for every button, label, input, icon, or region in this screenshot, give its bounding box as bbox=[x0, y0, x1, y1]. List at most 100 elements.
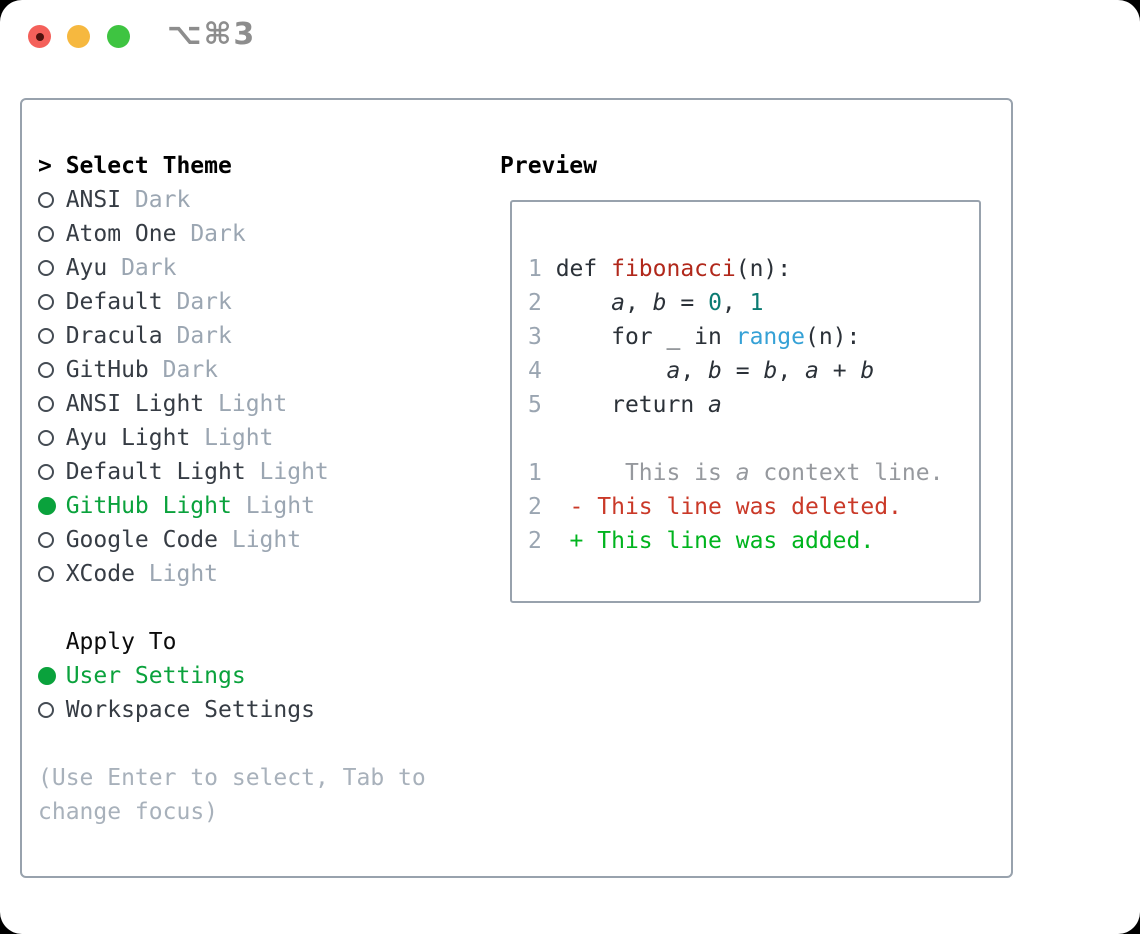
item-label: GitHub Light bbox=[65, 493, 232, 519]
radio-cell bbox=[38, 532, 66, 548]
token: , bbox=[624, 290, 653, 316]
radio-icon bbox=[38, 464, 54, 480]
token: 2 bbox=[528, 528, 556, 554]
radio-cell bbox=[38, 430, 66, 446]
item-variant-label: Light bbox=[218, 391, 288, 417]
radio-icon bbox=[38, 396, 54, 412]
select-theme-header: > Select Theme bbox=[38, 149, 426, 183]
prompt-caret-icon: > bbox=[38, 153, 52, 179]
radio-cell bbox=[38, 667, 66, 685]
token: , bbox=[721, 290, 750, 316]
radio-icon bbox=[38, 226, 54, 242]
radio-cell bbox=[38, 396, 66, 412]
token: range bbox=[735, 324, 805, 350]
hint-line-2: change focus) bbox=[38, 795, 426, 829]
preview-title: Preview bbox=[500, 153, 597, 179]
hint-line-1: (Use Enter to select, Tab to bbox=[38, 761, 426, 795]
token: + This line was added. bbox=[555, 528, 875, 554]
theme-option-ansi-light[interactable]: ANSI Light Light bbox=[38, 387, 426, 421]
token: 1 bbox=[528, 460, 556, 486]
token: 2 bbox=[528, 290, 556, 316]
apply-to-header: Apply To bbox=[38, 625, 426, 659]
item-variant-label: Dark bbox=[162, 357, 219, 383]
unsaved-dot-icon bbox=[35, 32, 44, 41]
token: a bbox=[666, 358, 681, 384]
diff-added-line: 2 + This line was added. bbox=[528, 524, 943, 558]
radio-cell bbox=[38, 260, 66, 276]
theme-option-github-light[interactable]: GitHub Light Light bbox=[38, 489, 426, 523]
window-shortcut-label: ⌥⌘3 bbox=[167, 17, 257, 52]
code-line-1: 1 def fibonacci(n): bbox=[528, 252, 943, 286]
spacer bbox=[38, 591, 426, 625]
apply-option-workspace-settings[interactable]: Workspace Settings bbox=[38, 693, 426, 727]
item-variant-label: Dark bbox=[176, 323, 232, 349]
token: for _ in bbox=[555, 324, 736, 350]
token: = bbox=[666, 290, 709, 316]
radio-icon bbox=[38, 260, 54, 276]
section-title: Apply To bbox=[65, 629, 177, 655]
token: (n): bbox=[735, 256, 792, 282]
token: , bbox=[680, 358, 709, 384]
item-variant-label: Light bbox=[204, 425, 274, 451]
radio-cell bbox=[38, 702, 66, 718]
radio-icon bbox=[38, 192, 54, 208]
close-button[interactable] bbox=[28, 25, 51, 48]
item-variant-label: Dark bbox=[176, 289, 232, 315]
theme-option-default-light[interactable]: Default Light Light bbox=[38, 455, 426, 489]
prompt-marker: > bbox=[38, 149, 66, 183]
token: a bbox=[611, 290, 625, 316]
item-label: GitHub bbox=[65, 357, 149, 383]
token: return bbox=[555, 392, 709, 418]
item-label: Ayu bbox=[65, 255, 108, 281]
item-label: Google Code bbox=[65, 527, 219, 553]
diff-context-line: 1 This is a context line. bbox=[528, 456, 943, 490]
item-label: Default Light bbox=[65, 459, 246, 485]
theme-option-ayu-light[interactable]: Ayu Light Light bbox=[38, 421, 426, 455]
token: fibonacci bbox=[611, 256, 736, 282]
token: , bbox=[777, 358, 806, 384]
token: b bbox=[763, 358, 778, 384]
token: 0 bbox=[708, 290, 722, 316]
item-label: ANSI bbox=[65, 187, 122, 213]
item-variant-label: Light bbox=[148, 561, 219, 587]
item-label: Atom One bbox=[65, 221, 177, 247]
item-label: Ayu Light bbox=[65, 425, 191, 451]
apply-option-user-settings[interactable]: User Settings bbox=[38, 659, 426, 693]
token: b bbox=[652, 290, 667, 316]
item-variant-label: Light bbox=[245, 493, 315, 519]
radio-icon bbox=[38, 328, 54, 344]
token: a bbox=[805, 358, 819, 384]
radio-icon bbox=[38, 566, 54, 582]
radio-cell bbox=[38, 566, 66, 582]
item-variant-label: Light bbox=[259, 459, 329, 485]
token: def bbox=[555, 256, 612, 282]
radio-icon bbox=[38, 362, 54, 378]
token: context line. bbox=[749, 460, 944, 486]
theme-option-xcode[interactable]: XCode Light bbox=[38, 557, 426, 591]
token: 3 bbox=[528, 324, 556, 350]
minimize-button[interactable] bbox=[67, 25, 90, 48]
radio-cell bbox=[38, 497, 66, 515]
preview-box: 1 def fibonacci(n): 2 a, b = 0, 1 3 for _ … bbox=[510, 200, 981, 603]
spacer bbox=[38, 727, 426, 761]
item-label: ANSI Light bbox=[65, 391, 205, 417]
radio-icon bbox=[38, 532, 54, 548]
preview-code: 1 def fibonacci(n): 2 a, b = 0, 1 3 for _ … bbox=[528, 252, 943, 558]
theme-option-dracula-dark[interactable]: Dracula Dark bbox=[38, 319, 426, 353]
hint-text: (Use Enter to select, Tab to bbox=[38, 765, 426, 791]
theme-option-github-dark[interactable]: GitHub Dark bbox=[38, 353, 426, 387]
theme-option-atom-one-dark[interactable]: Atom One Dark bbox=[38, 217, 426, 251]
item-label: Dracula bbox=[65, 323, 163, 349]
zoom-button[interactable] bbox=[107, 25, 130, 48]
item-variant-label: Dark bbox=[190, 221, 246, 247]
radio-icon bbox=[38, 430, 54, 446]
radio-cell bbox=[38, 362, 66, 378]
item-label: XCode bbox=[65, 561, 135, 587]
menu-title: Select Theme bbox=[65, 153, 232, 179]
item-label: User Settings bbox=[65, 663, 246, 689]
diff-deleted-line: 2 - This line was deleted. bbox=[528, 490, 943, 524]
